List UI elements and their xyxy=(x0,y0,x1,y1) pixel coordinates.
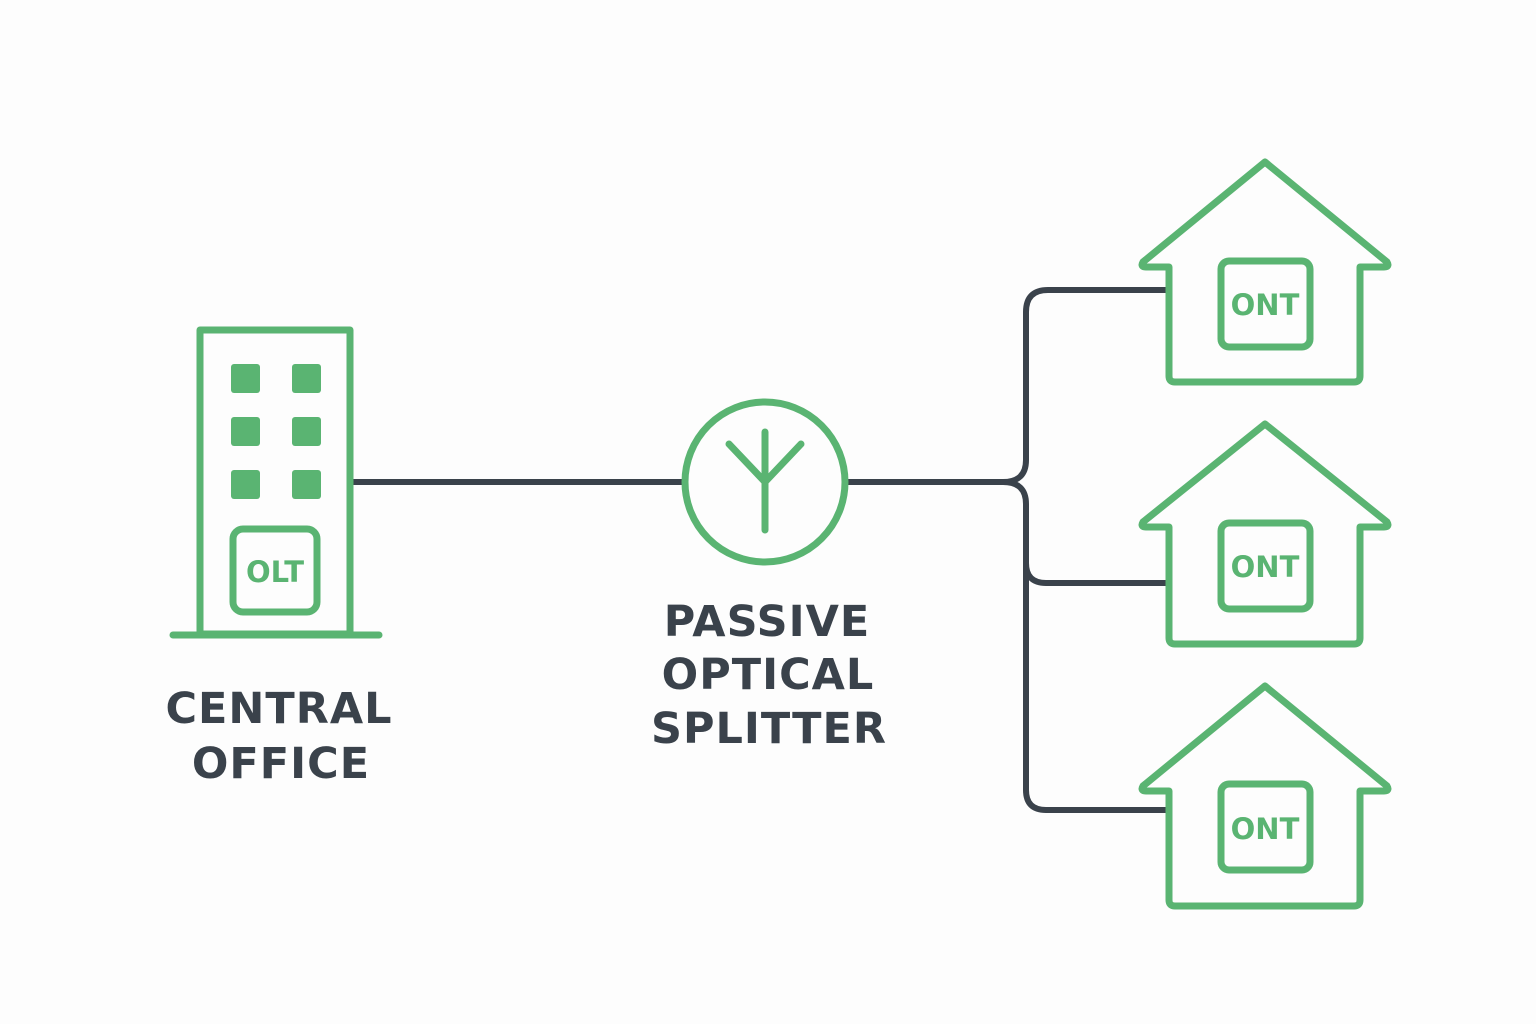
splitter-label-line2: OPTICAL xyxy=(662,650,875,700)
splitter-circle xyxy=(681,398,849,566)
fiber-branch-bottom xyxy=(1023,557,1169,813)
ont-box xyxy=(1217,519,1314,613)
house-outline xyxy=(1138,158,1392,386)
olt-box xyxy=(229,525,321,616)
office-building-icon: OLT xyxy=(169,326,383,639)
building-windows xyxy=(231,364,321,499)
window xyxy=(231,364,260,393)
fiber-links xyxy=(350,287,1169,813)
central-office-label-line2: OFFICE xyxy=(192,739,370,789)
house-icon: ONT xyxy=(1138,682,1392,910)
central-office-label-line1: CENTRAL xyxy=(165,684,392,734)
splitter-fork xyxy=(725,428,805,534)
window xyxy=(292,364,321,393)
ont-label: ONT xyxy=(1231,550,1300,584)
splitter-icon xyxy=(681,398,849,566)
house-outline xyxy=(1138,682,1392,910)
window xyxy=(292,470,321,499)
splitter-label-line3: SPLITTER xyxy=(651,704,887,754)
house-icon: ONT xyxy=(1138,420,1392,648)
window xyxy=(231,470,260,499)
window xyxy=(292,417,321,446)
house-icon: ONT xyxy=(1138,158,1392,386)
ont-label: ONT xyxy=(1231,288,1300,322)
ont-box xyxy=(1217,780,1314,874)
window xyxy=(231,417,260,446)
ont-box xyxy=(1217,257,1314,351)
splitter-label-line1: PASSIVE xyxy=(664,597,871,647)
house-outline xyxy=(1138,420,1392,648)
olt-label: OLT xyxy=(246,555,304,589)
ont-label: ONT xyxy=(1231,812,1300,846)
fiber-branch-trunk xyxy=(1000,287,1169,485)
